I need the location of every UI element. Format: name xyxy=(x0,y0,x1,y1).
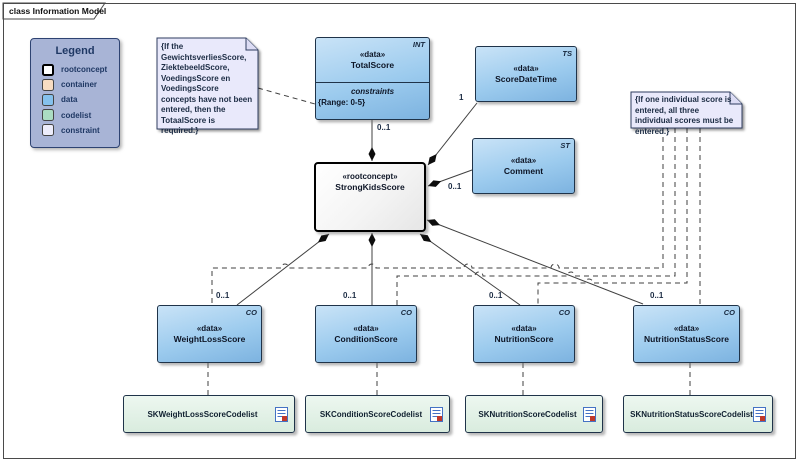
stereotype: «data» xyxy=(353,324,379,333)
class-nutritionscore[interactable]: CO «data» NutritionScore xyxy=(473,305,575,363)
stereotype: «rootconcept» xyxy=(342,172,398,181)
note-fold-icon xyxy=(729,92,742,105)
notelink-weightlossscore xyxy=(211,128,664,305)
note-individual-constraint: {If one individual score is entered, all… xyxy=(635,95,734,136)
legend-item-label: codelist xyxy=(61,110,92,120)
codelist-document-icon xyxy=(583,406,596,422)
note-fold-icon xyxy=(245,38,258,51)
multiplicity-comment: 0..1 xyxy=(448,182,462,191)
link-nutritionstatusscore xyxy=(426,219,644,305)
codelist-document-icon xyxy=(753,406,766,422)
constraint-swatch-icon xyxy=(42,124,54,137)
rootconcept-swatch-icon xyxy=(42,63,54,76)
stereotype: «data» xyxy=(513,64,539,73)
container-swatch-icon xyxy=(42,78,54,91)
link-comment xyxy=(427,169,473,187)
link-weightlossscore xyxy=(236,233,330,306)
legend: Legend rootconcept container data codeli… xyxy=(30,38,120,148)
legend-item-data: data xyxy=(31,92,119,107)
codelist-sknutritionstatusscorecodelist[interactable]: SKNutritionStatusScoreCodelist xyxy=(623,395,773,433)
data-swatch-icon xyxy=(42,93,54,106)
codelist-sknutritionscorecodelist[interactable]: SKNutritionScoreCodelist xyxy=(465,395,603,433)
class-comment[interactable]: ST «data» Comment xyxy=(472,138,575,194)
class-name: WeightLossScore xyxy=(173,334,246,344)
type-tag: CO xyxy=(723,308,735,317)
multiplicity-weightlossscore: 0..1 xyxy=(216,291,230,300)
class-totalscore[interactable]: INT «data» TotalScore constraints {Range… xyxy=(315,37,430,120)
class-name: TotalScore xyxy=(350,60,395,70)
type-tag: TS xyxy=(562,49,572,58)
class-name: ConditionScore xyxy=(334,334,398,344)
codelist-skconditionscorecodelist[interactable]: SKConditionScoreCodelist xyxy=(305,395,450,433)
class-strongkidsscore[interactable]: «rootconcept» StrongKidsScore xyxy=(314,162,426,232)
legend-item-label: container xyxy=(61,80,98,90)
codelist-document-icon xyxy=(430,406,443,422)
codelist-name: SKNutritionScoreCodelist xyxy=(478,409,577,419)
legend-item-constraint: constraint xyxy=(31,123,119,138)
type-tag: CO xyxy=(400,308,412,317)
class-name: NutritionStatusScore xyxy=(643,334,729,344)
class-nutritionstatusscore[interactable]: CO «data» NutritionStatusScore xyxy=(633,305,740,363)
legend-item-label: data xyxy=(61,95,78,105)
multiplicity-scoredatetime: 1 xyxy=(459,93,464,102)
legend-item-rootconcept: rootconcept xyxy=(31,62,119,77)
codelist-name: SKWeightLossScoreCodelist xyxy=(147,409,258,419)
constraint-row: {Range: 0-5} xyxy=(318,98,366,107)
class-name: ScoreDateTime xyxy=(495,74,557,84)
stereotype: «data» xyxy=(196,324,223,333)
legend-item-label: constraint xyxy=(61,125,100,135)
legend-item-label: rootconcept xyxy=(61,65,108,75)
multiplicity-conditionscore: 0..1 xyxy=(343,291,357,300)
codelist-swatch-icon xyxy=(42,109,54,122)
multiplicity-nutritionstatusscore: 0..1 xyxy=(650,291,664,300)
legend-title: Legend xyxy=(55,45,95,57)
link-nutritionscore xyxy=(419,233,521,306)
notelink-conditionscore xyxy=(396,128,676,305)
type-tag: INT xyxy=(412,40,425,49)
type-tag: ST xyxy=(560,141,570,150)
stereotype: «data» xyxy=(359,50,386,59)
compartment-title: constraints xyxy=(350,87,395,96)
notelink-totalscore xyxy=(257,87,316,105)
note-shape-individual xyxy=(630,91,743,129)
type-tag: CO xyxy=(558,308,570,317)
class-name: StrongKidsScore xyxy=(335,182,405,192)
note-totalscore-constraint: {If the GewichtsverliesScore, Ziektebeel… xyxy=(161,42,253,136)
stereotype: «data» xyxy=(510,156,537,165)
codelist-name: SKConditionScoreCodelist xyxy=(319,409,423,419)
multiplicity-nutritionscore: 0..1 xyxy=(489,291,503,300)
note-shape-totalscore xyxy=(156,37,259,130)
class-weightlossscore[interactable]: CO «data» WeightLossScore xyxy=(157,305,262,363)
notelink-nutritionscore xyxy=(537,128,688,305)
class-conditionscore[interactable]: CO «data» ConditionScore xyxy=(315,305,417,363)
multiplicity-totalscore: 0..1 xyxy=(377,123,391,132)
type-tag: CO xyxy=(245,308,257,317)
constraints-compartment: constraints {Range: 0-5} xyxy=(316,82,429,107)
class-name: NutritionScore xyxy=(494,334,554,344)
link-scoredatetime xyxy=(427,102,478,166)
codelist-document-icon xyxy=(275,406,288,422)
class-scoredatetime[interactable]: TS «data» ScoreDateTime xyxy=(475,46,577,102)
diagram-frame-tab: class Information Model xyxy=(9,6,107,16)
stereotype: «data» xyxy=(511,324,537,333)
codelist-skweightlossscorecodelist[interactable]: SKWeightLossScoreCodelist xyxy=(123,395,295,433)
codelist-name: SKNutritionStatusScoreCodelist xyxy=(630,409,753,419)
class-name: Comment xyxy=(503,166,544,176)
legend-item-codelist: codelist xyxy=(31,108,119,123)
stereotype: «data» xyxy=(673,324,700,333)
legend-item-container: container xyxy=(31,77,119,92)
